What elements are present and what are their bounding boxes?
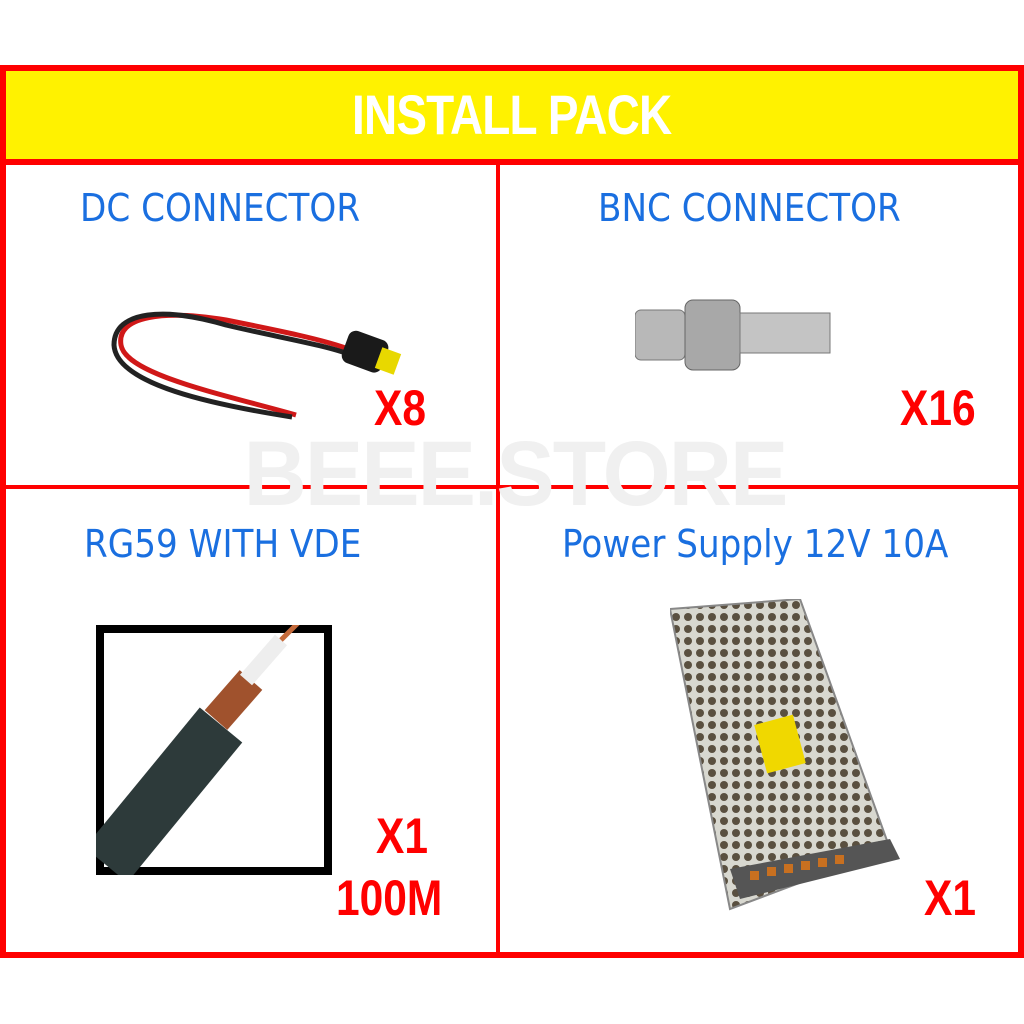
item-title: DC CONNECTOR <box>80 186 361 230</box>
item-title: RG59 WITH VDE <box>84 522 362 566</box>
item-title: BNC CONNECTOR <box>598 186 901 230</box>
power-supply-icon <box>670 599 900 911</box>
item-rg59-cable: RG59 WITH VDE X1 100M <box>6 489 496 959</box>
item-length: 100M <box>336 870 443 926</box>
item-quantity: X1 <box>924 870 976 926</box>
bnc-connector-icon <box>635 299 831 371</box>
header-banner: INSTALL PACK <box>6 71 1018 165</box>
watermark: BEEE.STORE <box>243 423 789 525</box>
item-dc-connector: DC CONNECTOR X8 <box>6 165 496 485</box>
header-title: INSTALL PACK <box>352 83 672 146</box>
coax-cable-icon <box>96 625 332 875</box>
item-power-supply: Power Supply 12V 10A X1 <box>500 489 1018 959</box>
item-quantity: X8 <box>374 380 426 436</box>
item-quantity: X16 <box>900 380 976 436</box>
grid-divider-horizontal <box>6 485 1018 489</box>
item-bnc-connector: BNC CONNECTOR X16 <box>500 165 1018 485</box>
item-title: Power Supply 12V 10A <box>562 522 949 566</box>
dc-connector-cable-icon <box>111 311 402 420</box>
grid-divider-vertical <box>496 165 500 952</box>
install-pack-frame: INSTALL PACK BEEE.STORE DC CONNECTOR X8 … <box>0 65 1024 958</box>
item-quantity: X1 <box>376 808 428 864</box>
